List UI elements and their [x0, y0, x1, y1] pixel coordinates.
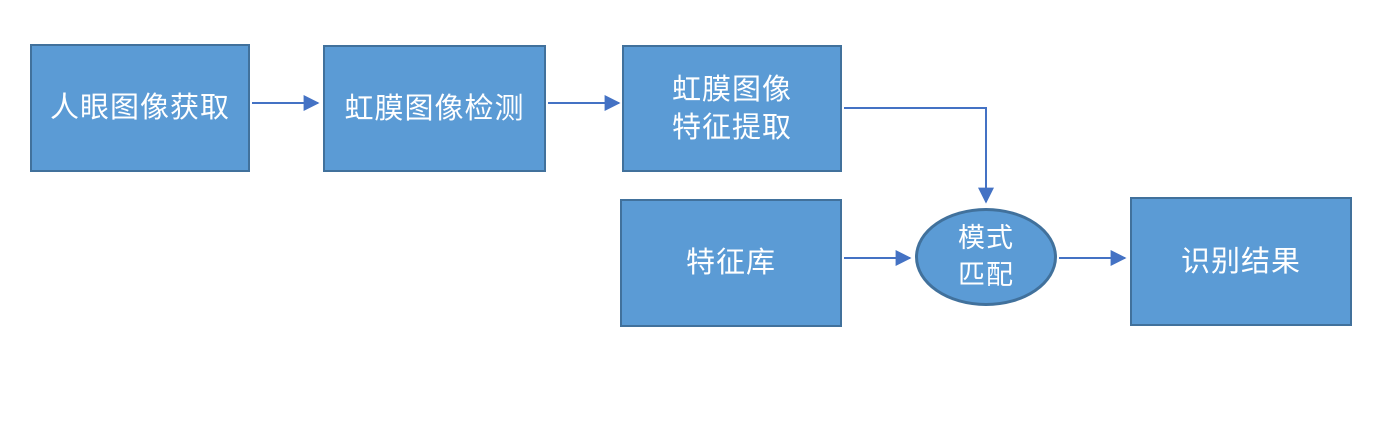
node-iris-feature-extraction: 虹膜图像 特征提取: [622, 45, 842, 172]
node-label: 特征库: [685, 247, 776, 279]
node-iris-image-detection: 虹膜图像检测: [323, 45, 546, 172]
node-feature-database: 特征库: [620, 199, 842, 327]
node-recognition-result: 识别结果: [1130, 197, 1352, 326]
node-label: 人眼图像获取: [49, 92, 230, 124]
node-label: 识别结果: [1180, 245, 1301, 278]
node-label: 虹膜图像检测: [344, 92, 525, 125]
node-label: 模式 匹配: [958, 223, 1014, 290]
connector-extract-to-match: [844, 107, 994, 204]
node-eye-image-acquisition: 人眼图像获取: [30, 44, 250, 172]
node-label: 虹膜图像 特征提取: [671, 73, 792, 144]
node-pattern-matching: 模式 匹配: [915, 208, 1057, 306]
